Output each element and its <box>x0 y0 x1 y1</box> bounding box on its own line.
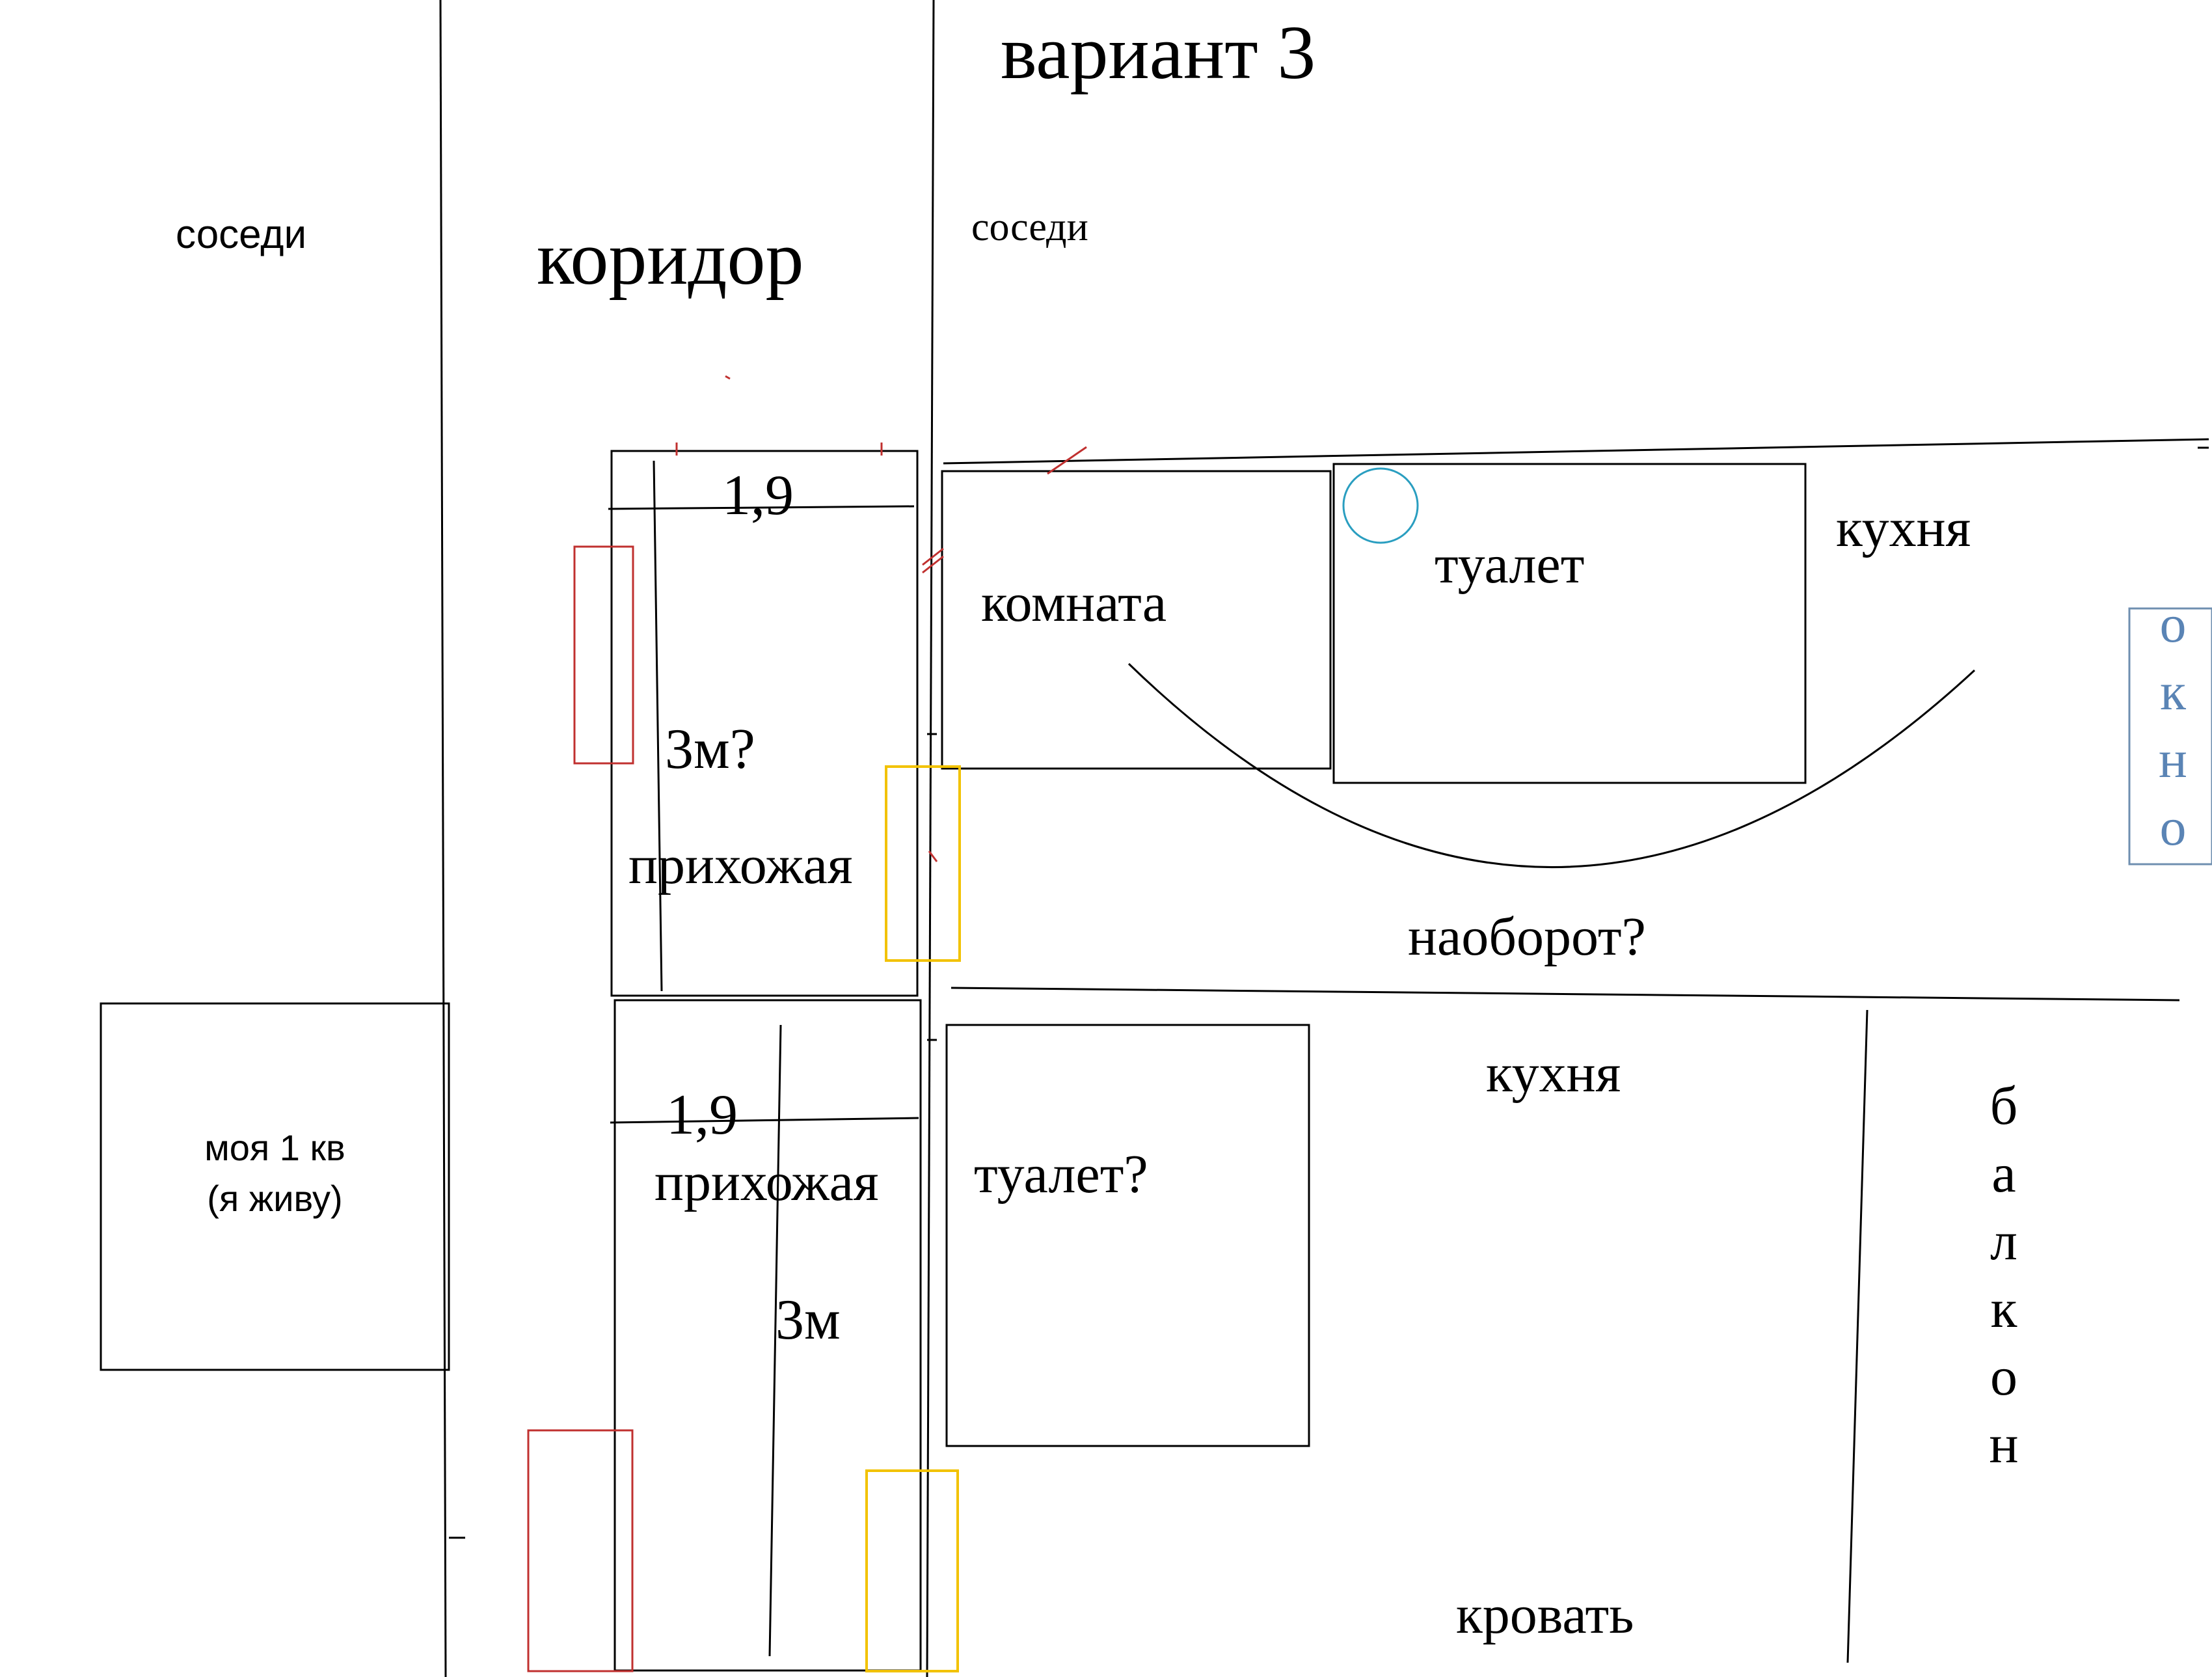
door-marker-yellow-top <box>885 765 961 962</box>
my-apartment-box <box>100 1002 450 1371</box>
window-letter: о <box>2159 594 2187 653</box>
hallway-top-width-line <box>608 505 915 510</box>
hallway-bottom-label: прихожая <box>654 1152 879 1212</box>
window-letter: н <box>2159 729 2187 789</box>
hallway-top-box <box>610 450 919 997</box>
balcony-label: б а л к о н <box>1978 1079 2030 1485</box>
hallway-top-length-label: 3м? <box>665 718 755 781</box>
corridor-label: коридор <box>537 215 804 301</box>
corridor-right-wall <box>926 0 935 1677</box>
balcony-letter: б <box>1989 1076 2018 1136</box>
hallway-bottom-width-label: 1,9 <box>666 1084 738 1147</box>
hallway-bottom-length-label: 3м <box>776 1288 841 1352</box>
upper-flat-bottom-wall <box>951 987 2180 1002</box>
bed-label: кровать <box>1456 1585 1634 1645</box>
room-label: комната <box>981 573 1167 633</box>
swap-arc <box>1127 662 1976 868</box>
red-mark <box>928 851 938 862</box>
balcony-letter: к <box>1990 1279 2017 1339</box>
hallway-top-width-label: 1,9 <box>722 464 794 527</box>
kitchen-bottom-label: кухня <box>1486 1043 1621 1104</box>
red-slash <box>922 547 944 566</box>
toilet-bottom-label: туалет? <box>974 1144 1148 1205</box>
hallway-top-length-line <box>653 460 663 992</box>
page-title: вариант 3 <box>1001 10 1316 95</box>
hallway-top-label: прихожая <box>628 835 853 895</box>
hallway-bottom-length-line <box>768 1024 782 1657</box>
red-slash <box>1047 446 1087 475</box>
reverse-question-label: наоборот? <box>1408 907 1646 967</box>
my-apartment-label: моя 1 кв (я живу) <box>101 1123 449 1225</box>
red-slash <box>922 555 944 574</box>
hallway-bottom-box <box>614 999 922 1672</box>
window-letter: к <box>2160 662 2186 721</box>
window-label: о к н о <box>2147 597 2199 868</box>
balcony-letter: л <box>1990 1211 2017 1272</box>
balcony-letter: о <box>1990 1346 2017 1407</box>
door-marker-red-bottom <box>527 1429 634 1672</box>
window-letter: о <box>2159 797 2187 856</box>
kitchen-top-label: кухня <box>1836 498 1971 558</box>
my-apartment-line2: (я живу) <box>207 1178 343 1220</box>
door-marker-red-top <box>573 545 634 765</box>
neighbors-right-label: соседи <box>971 205 1088 249</box>
toilet-bottom-box <box>945 1024 1310 1447</box>
toilet-top-label: туалет <box>1435 534 1585 595</box>
door-marker-yellow-bottom <box>865 1469 959 1672</box>
hallway-bottom-width-line <box>610 1117 919 1124</box>
red-tick <box>725 375 731 380</box>
room-box <box>941 470 1332 770</box>
toilet-top-box <box>1332 463 1807 784</box>
neighbors-left-label: соседи <box>176 212 307 257</box>
balcony-letter: н <box>1989 1414 2019 1475</box>
upper-flat-top-wall <box>943 438 2209 465</box>
balcony-letter: а <box>1991 1143 2016 1204</box>
window-frame <box>2128 607 2212 866</box>
my-apartment-line1: моя 1 кв <box>204 1127 345 1168</box>
balcony-wall <box>1846 1009 1868 1663</box>
toilet-fixture-circle <box>1342 467 1419 544</box>
corridor-left-wall <box>439 0 447 1677</box>
